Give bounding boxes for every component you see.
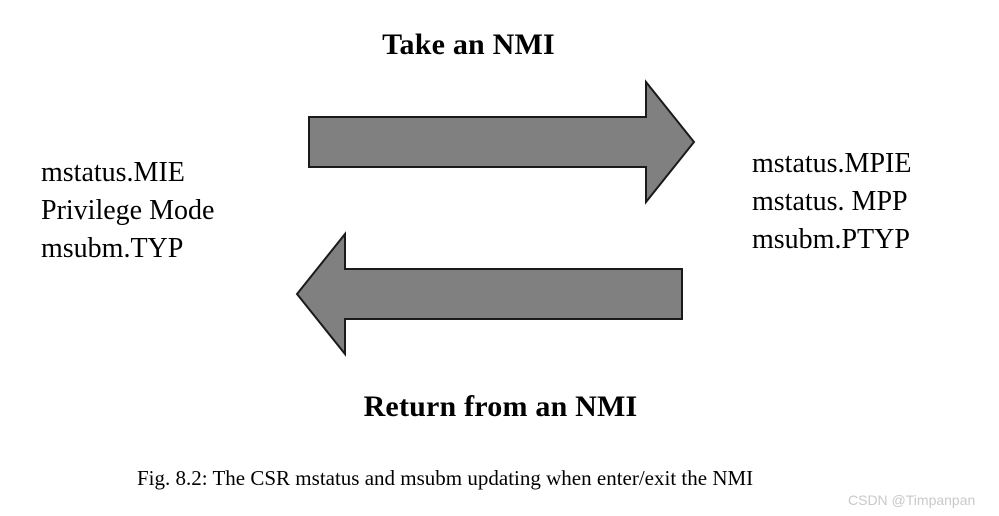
- left-label-line-3: msubm.TYP: [41, 233, 184, 264]
- right-register-labels: mstatus.MPIE mstatus. MPP msubm.PTYP: [752, 145, 911, 259]
- right-label-line-2: mstatus. MPP: [752, 186, 908, 217]
- right-label-line-1: mstatus.MPIE: [752, 148, 912, 179]
- left-register-labels: mstatus.MIE Privilege Mode msubm.TYP: [41, 154, 214, 268]
- watermark-text: CSDN @Timpanpan: [848, 492, 976, 508]
- left-label-line-2: Privilege Mode: [41, 195, 215, 226]
- left-label-line-1: mstatus.MIE: [41, 157, 185, 188]
- right-label-line-3: msubm.PTYP: [752, 224, 910, 255]
- figure-caption: Fig. 8.2: The CSR mstatus and msubm upda…: [137, 466, 754, 490]
- return-nmi-arrow-shape: [295, 231, 683, 357]
- return-nmi-heading: Return from an NMI: [363, 390, 638, 423]
- return-nmi-arrow: [295, 231, 683, 357]
- take-nmi-heading: Take an NMI: [382, 28, 555, 61]
- take-nmi-arrow-shape: [308, 79, 696, 205]
- take-nmi-arrow: [308, 79, 696, 205]
